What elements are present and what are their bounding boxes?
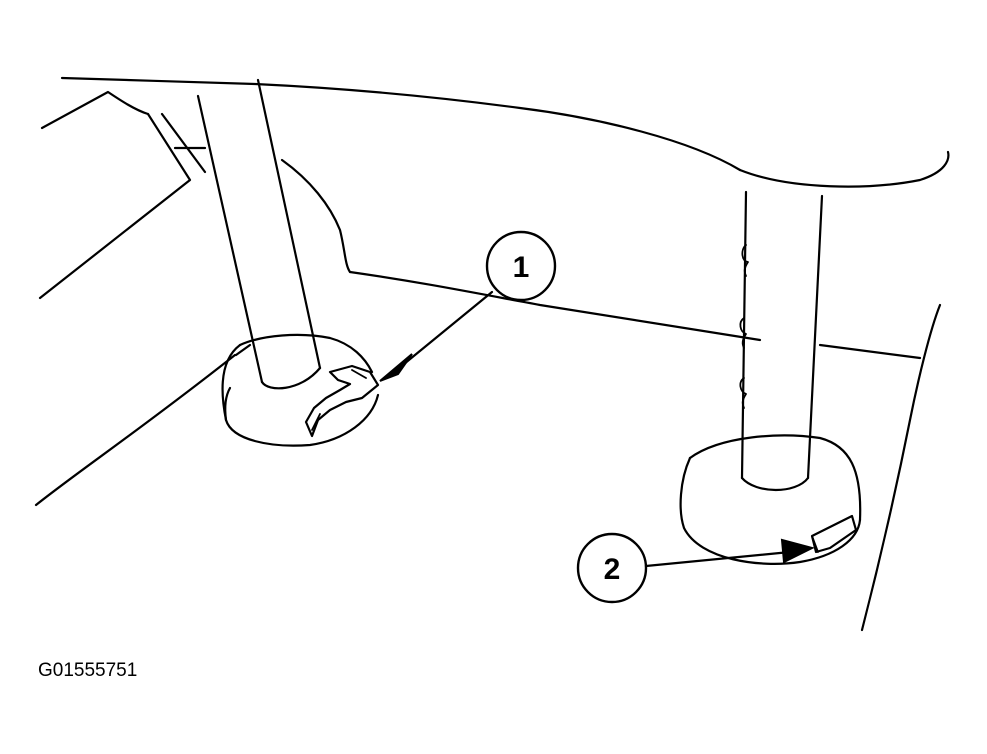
callout-1: 1 xyxy=(379,230,557,382)
callout-1-arrowhead xyxy=(379,353,413,382)
callout-1-label: 1 xyxy=(513,251,530,284)
left-guide-sleeve xyxy=(221,333,380,447)
right-headrest-post xyxy=(739,190,824,492)
figure-code: G01555751 xyxy=(38,660,137,681)
callout-2-arrowhead xyxy=(780,538,815,564)
callout-2-label: 2 xyxy=(604,553,621,586)
callout-2: 2 xyxy=(576,532,815,604)
callout-1-circle xyxy=(485,230,557,302)
right-guide-sleeve xyxy=(679,434,862,565)
left-headrest-post xyxy=(196,78,322,390)
seat-back-outline xyxy=(34,76,950,632)
callout-2-circle xyxy=(576,532,648,604)
